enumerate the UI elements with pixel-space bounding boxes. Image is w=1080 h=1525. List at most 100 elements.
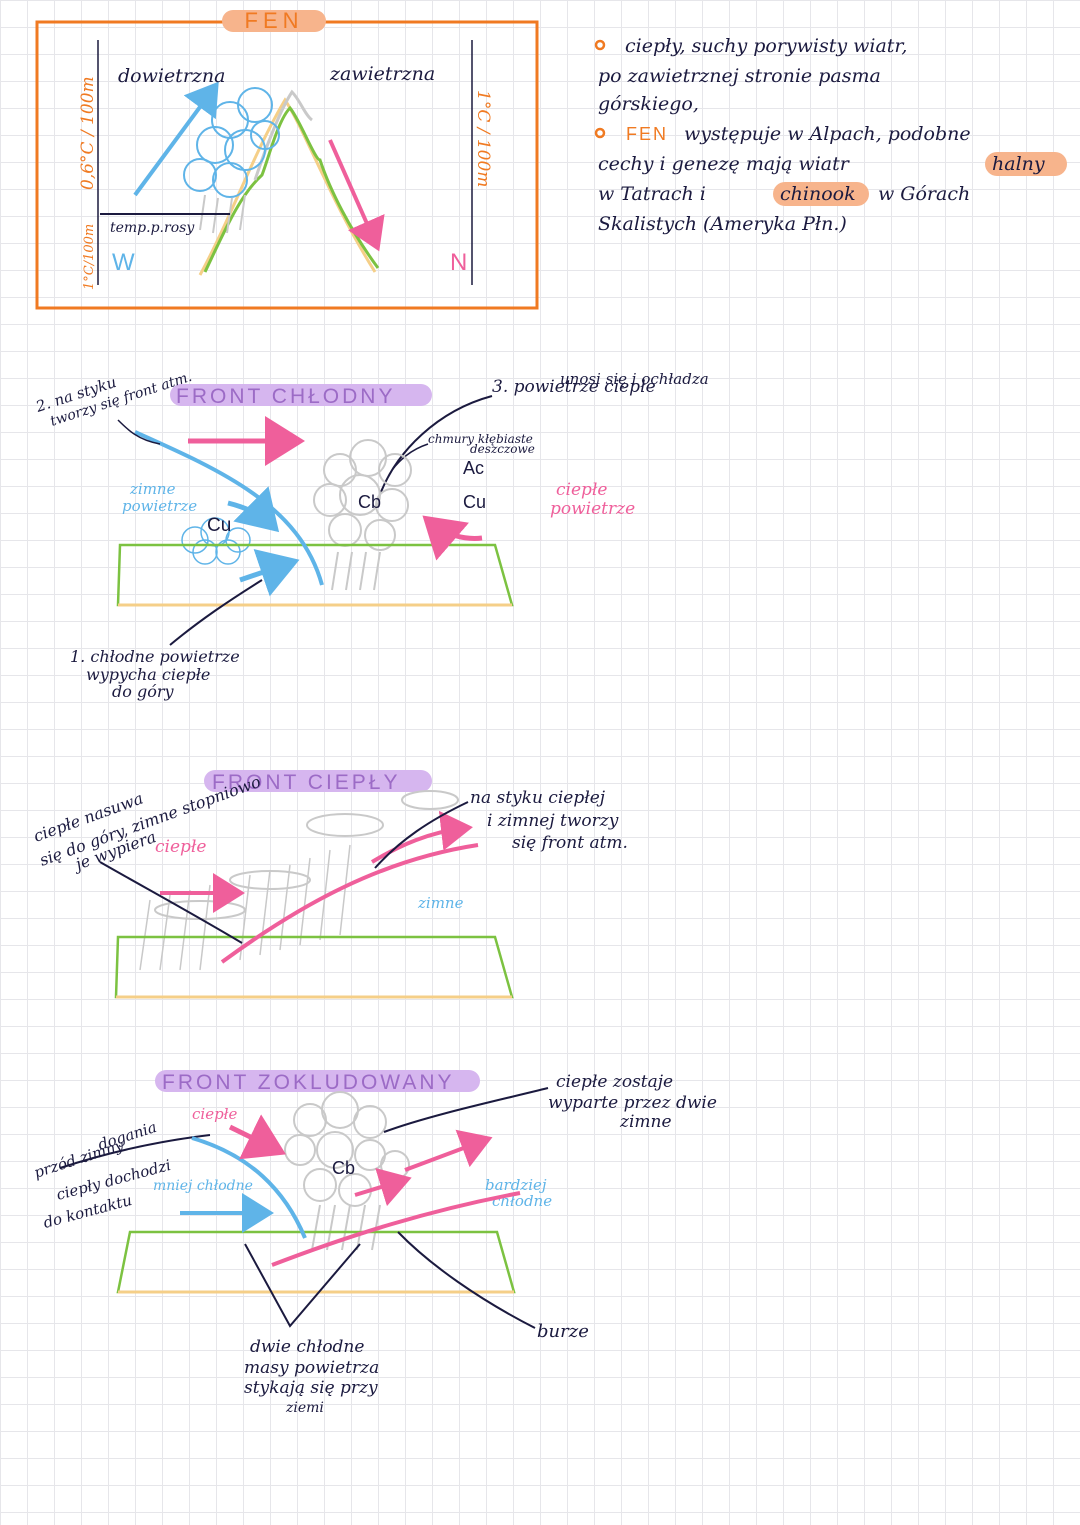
windward-rising-air-arrow [133, 81, 219, 197]
cold-front-title: FRONT CHŁODNY [176, 385, 395, 408]
cold-note-3-line-1: 3. powietrze ciepłe [492, 377, 656, 397]
fen-note-line-2: po zawietrznej stronie pasma [598, 65, 881, 87]
occluded-note-left-line-4: do kontaktu [41, 1191, 133, 1232]
rain-streaks [199, 194, 246, 234]
fen-title-highlight [222, 10, 326, 32]
fen-note-line-5: cechy i genezę mają wiatr [598, 153, 851, 175]
windward-label: dowietrzna [118, 65, 225, 87]
occluded-more-cold-line-1: bardziej [485, 1176, 547, 1194]
warm-note-right-line-2: i zimnej tworzy [487, 811, 619, 831]
halny-highlight [985, 152, 1067, 176]
mountain-slope-yellow [198, 97, 377, 276]
lapse-rate-left-small-label: 1°C/100m [82, 224, 97, 290]
warm-front-boundary [220, 843, 479, 964]
halny-word: halny [992, 153, 1045, 175]
occluded-warm-label: ciepłe [192, 1105, 238, 1123]
cloud-label-cu-right: Cu [463, 492, 486, 512]
occluded-note-left-pointer [59, 1134, 211, 1169]
occluded-front-title-highlight [155, 1070, 480, 1092]
warm-air-arrow-upper [370, 810, 473, 864]
cloud-label-cu-left: Cu [207, 515, 231, 536]
warm-air-label-1: ciepłe [556, 480, 607, 500]
occluded-cold-boundary [191, 1136, 307, 1239]
leeward-label: zawietrzna [329, 63, 435, 85]
occluded-front-diagram: FRONT ZOKLUDOWANY przód zimny dogania ci… [32, 1070, 717, 1416]
occluded-note-bottom-line-1: dwie chłodne [250, 1337, 364, 1357]
cold-air-label-1: zimne [129, 480, 176, 498]
cold-note-2-pointer [117, 419, 161, 445]
occluded-note-right-line-1: ciepłe zostaje [556, 1072, 673, 1092]
cold-note-3-line-2: unosi się i ochładza [560, 370, 709, 388]
occluded-front-title: FRONT ZOKLUDOWANY [162, 1071, 455, 1094]
occluded-note-right-pointer [383, 1087, 549, 1133]
occluded-note-bottom-line-4: ziemi [285, 1400, 324, 1416]
lapse-rate-right-label: 1°C / 100m [473, 90, 493, 187]
fen-note-line-3: górskiego, [598, 93, 699, 115]
side-n-label: N [450, 249, 467, 276]
occluded-note-bottom-line-2: masy powietrza [244, 1358, 379, 1378]
bullet-1 [594, 39, 606, 51]
occluded-note-right-line-3: zimne [619, 1112, 672, 1132]
warm-air-arrow-right [422, 515, 483, 561]
dew-point-label: temp.p.rosy [110, 220, 195, 236]
lapse-rate-left-label: 0,6°C / 100m [78, 76, 98, 190]
warm-front-diagram: FRONT CIEPŁY ciepłe nasuwa się do góry, … [31, 770, 628, 999]
cold-air-arrow-lower [239, 548, 300, 597]
cold-note-1-line-2: wypycha ciepłe [86, 665, 210, 684]
warm-front-title-highlight [204, 770, 432, 792]
cloud-label-ac: Ac [463, 458, 484, 478]
cold-clouds-line-1: chmury kłębiaste [428, 432, 533, 446]
bullet-2 [594, 127, 606, 139]
fen-title: FEN [245, 8, 304, 33]
occluded-note-bottom-line-3: stykają się przy [244, 1378, 378, 1398]
cold-clouds-pointer [391, 443, 429, 471]
warm-note-right-line-1: na styku ciepłej [470, 788, 606, 808]
fen-note-line-6-start: w Tatrach i [598, 183, 706, 205]
cold-front-title-highlight [170, 384, 432, 406]
occluded-ground-slab [116, 1230, 516, 1294]
fen-note-line-1: ciepły, suchy porywisty wiatr, [625, 35, 907, 57]
cold-label: zimne [417, 894, 464, 912]
occluded-storms-label: burze [537, 1321, 589, 1342]
warm-note-right-pointer [374, 801, 469, 869]
occluded-storms-pointer [397, 1231, 536, 1329]
warm-ground-slab [114, 935, 514, 999]
occluded-note-right-line-2: wyparte przez dwie [548, 1093, 717, 1113]
cold-clouds-line-2: deszczowe [470, 442, 535, 456]
warm-rain-streaks [139, 844, 351, 971]
occluded-cloud-sketch [284, 1091, 410, 1251]
cloud-label-cb: Cb [358, 492, 381, 512]
warm-label: ciepłe [155, 837, 206, 857]
occluded-less-cold-label: mniej chłodne [153, 1178, 253, 1194]
fen-note-line-6-end: w Górach [878, 183, 970, 205]
stratus-cloud-sketch [154, 790, 459, 920]
fen-diagram: FEN dowietrzna zawietrzna 0,6°C / 100m 1… [35, 8, 539, 310]
warm-front-title: FRONT CIEPŁY [212, 771, 400, 794]
fen-notes: ciepły, suchy porywisty wiatr, po zawiet… [594, 35, 1067, 235]
chinook-highlight [773, 182, 869, 206]
cumulus-cloud-sketch [183, 87, 280, 198]
cold-note-1-line-3: do góry [112, 682, 174, 701]
fen-note-line-4: występuje w Alpach, podobne [684, 123, 971, 145]
cold-air-label-2: powietrze [122, 497, 197, 515]
chinook-word: chinook [780, 183, 856, 205]
warm-air-label-2: powietrze [550, 499, 635, 519]
occluded-warm-lift-arrow-2 [354, 1167, 412, 1207]
warm-note-left-pointer [99, 861, 243, 944]
cold-air-arrow-upper [227, 486, 280, 533]
cold-front-diagram: FRONT CHŁODNY 2. na styku tworzy się fro… [33, 369, 709, 701]
cold-note-1-line-1: 1. chłodne powietrze [70, 647, 240, 666]
side-w-label: W [112, 249, 135, 276]
cold-ground-slab [116, 543, 514, 607]
occluded-warm-lift-1 [271, 1191, 521, 1267]
warm-note-right-line-3: się front atm. [512, 833, 628, 853]
fen-note-line-7: Skalistych (Ameryka Płn.) [598, 213, 847, 235]
leeward-descending-air-arrow [328, 139, 385, 252]
cold-note-1-pointer [169, 579, 263, 646]
mountain-slope-green [203, 105, 380, 273]
occluded-warm-lift-arrow-3 [404, 1129, 493, 1172]
occluded-bottom-pointer [244, 1243, 361, 1328]
occluded-warm-arrow [228, 1114, 286, 1160]
fen-note-term: FEN [626, 124, 668, 144]
